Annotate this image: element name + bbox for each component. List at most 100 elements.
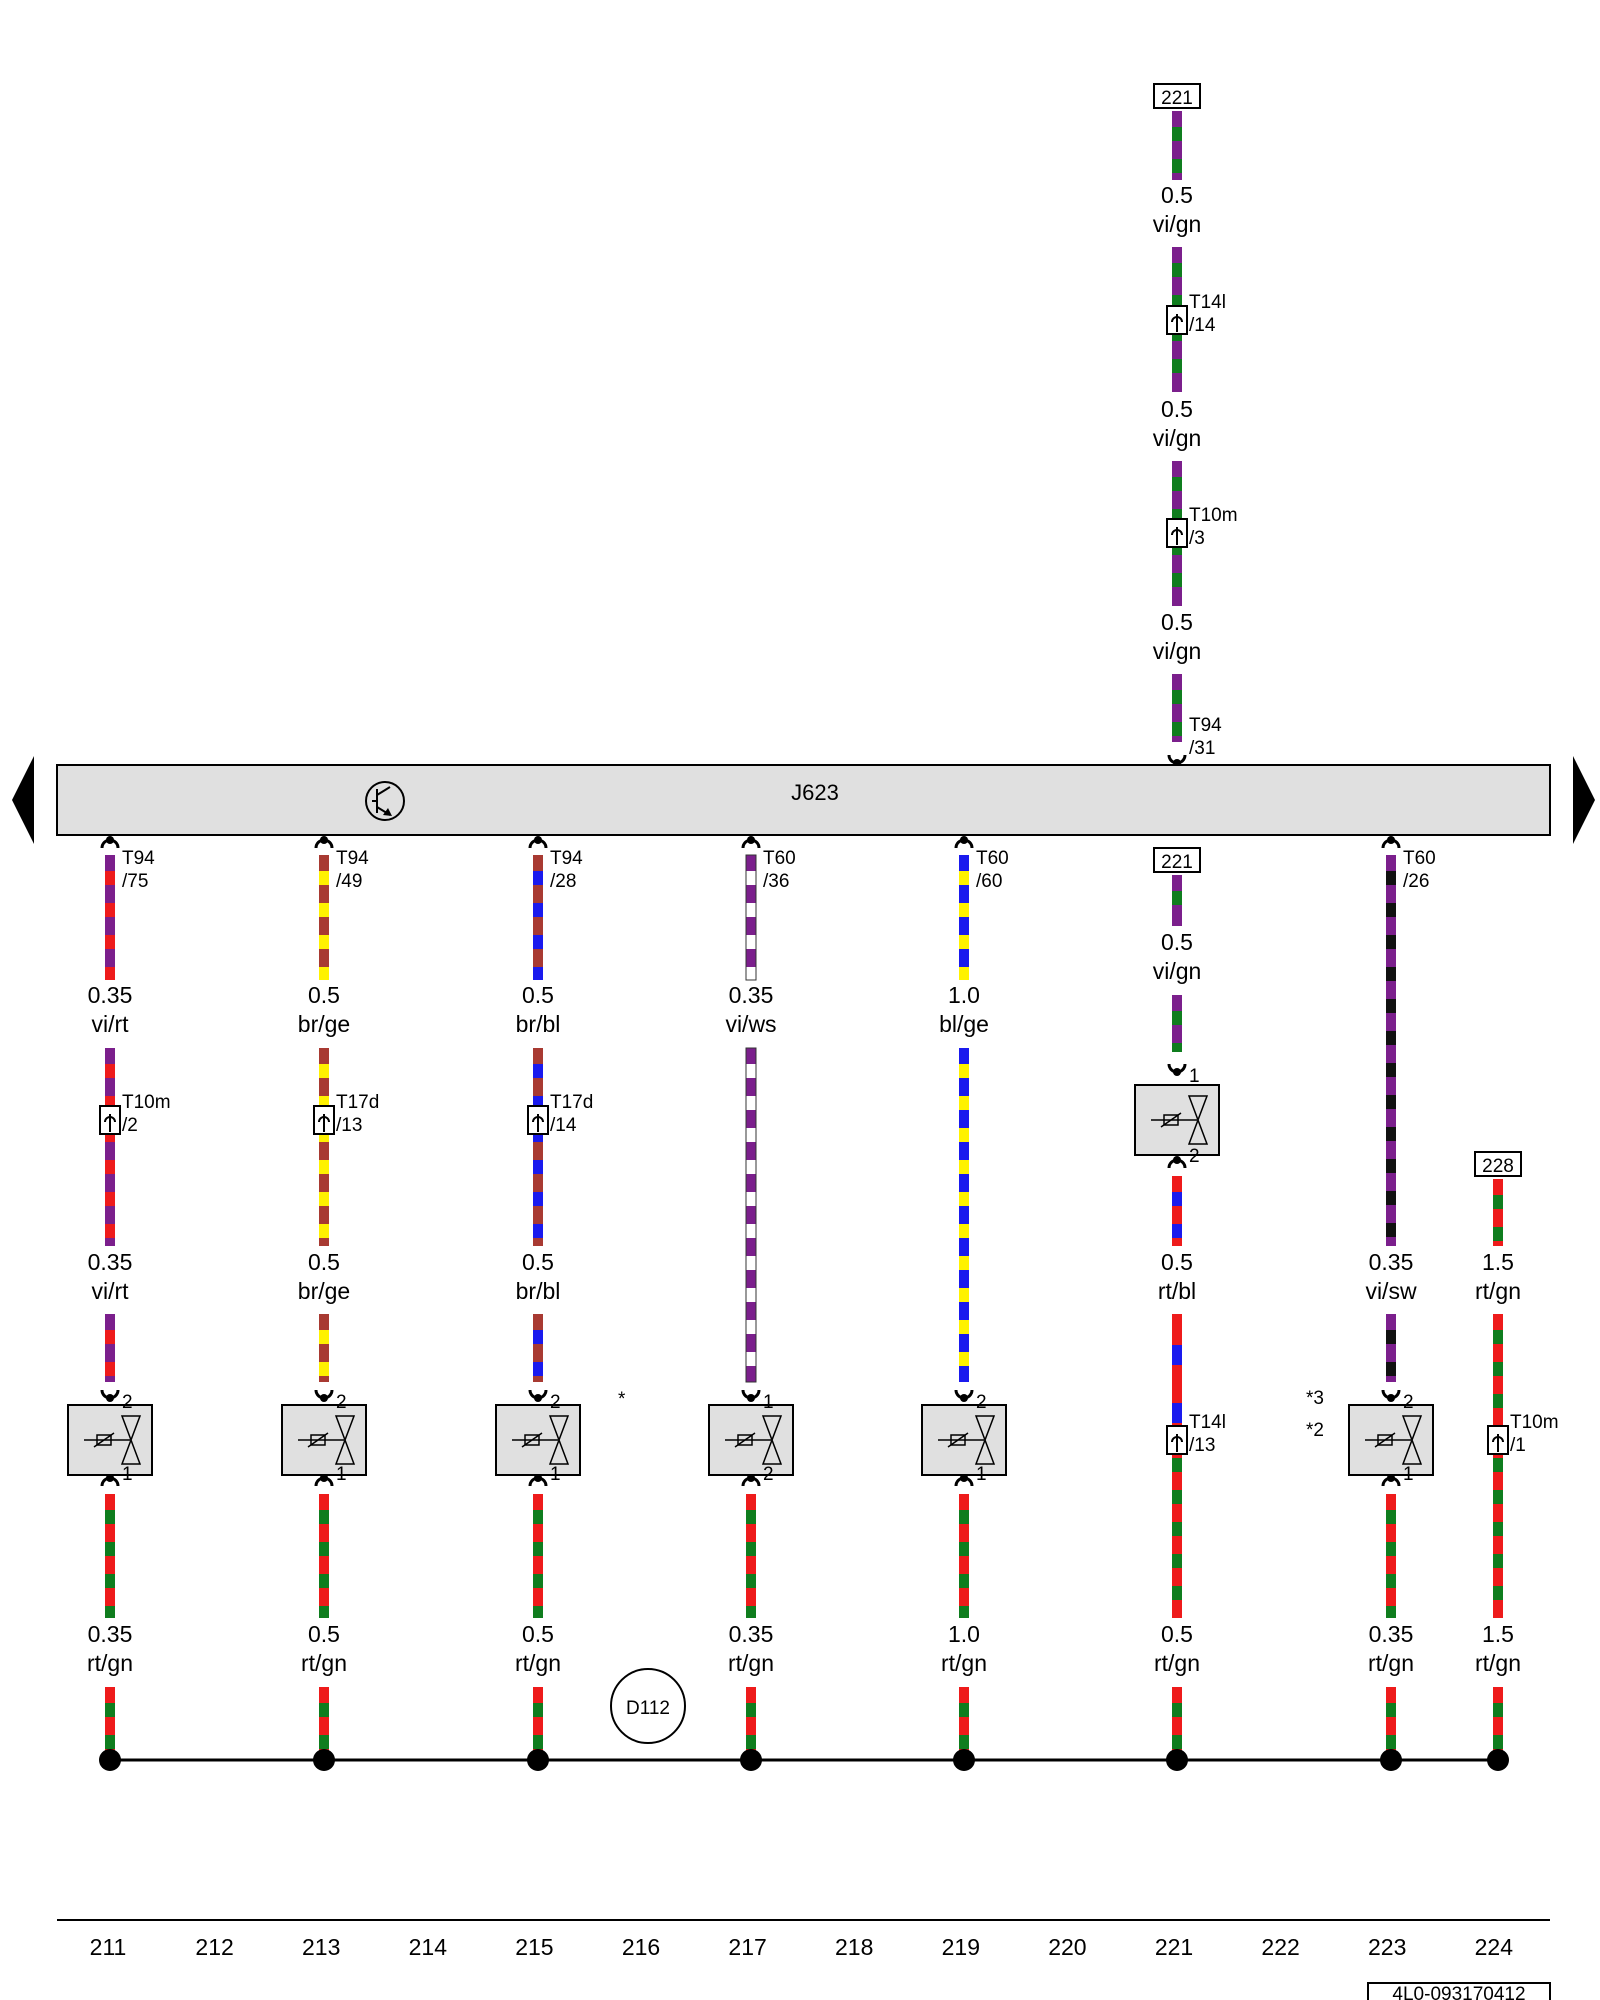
wire-stripe [105,1703,115,1717]
wire-stripe [533,1160,543,1174]
circuit-217-valve [708,1404,794,1476]
valve-bowtie [974,1415,996,1465]
circuit-211-wire-3 [105,1314,115,1382]
circuit-223-valve-pin-top-num: 2 [1403,1392,1414,1413]
pin-dot [1387,1394,1395,1402]
circuit-221-valve-pin-top [1167,1063,1187,1076]
top-wire-1-color: vi/gn [1153,211,1202,237]
wire-stripe [533,1542,543,1556]
circuit-211-valve-pin-bottom [100,1474,120,1487]
circuit-215-w3-color: rt/gn [515,1650,561,1676]
top-wire-1-gauge: 0.5 [1161,182,1193,208]
wire-stripe [959,1096,969,1110]
wire-stripe [1386,1542,1396,1556]
wire-base [1172,1687,1182,1760]
circuit-224-w3-gauge: 1.5 [1482,1621,1514,1647]
ground-junction-0 [99,1749,121,1771]
top-conn-name: T94 [1189,715,1222,736]
wire-stripe [319,1224,329,1238]
circuit-215-valve-pin-top-num: 2 [550,1392,561,1413]
wire-stripe [959,1288,969,1302]
circuit-221-w1-gauge: 0.5 [1161,929,1193,955]
wire-stripe [746,1160,756,1174]
circuit-221-connector-t14l-13 [1166,1425,1188,1455]
circuit-223-valve [1348,1404,1434,1476]
circuit-211-mid-connector [99,1105,121,1135]
circuit-215-wire-3 [533,1314,543,1382]
circuit-217-wire-4 [746,1687,756,1760]
circuit-223-w2-gauge: 0.35 [1369,1249,1414,1275]
circuit-219-wire-3 [959,1494,969,1618]
wire-stripe [746,935,756,949]
circuit-213-w1-color: br/ge [298,1011,350,1037]
ecu-arrow-right [1573,756,1595,844]
wire-stripe [105,967,115,980]
top-conn-pin: /31 [1189,738,1215,759]
wire-stripe [1493,1522,1503,1536]
transistor-collector [376,786,391,796]
wire-base [533,1048,543,1246]
wire-stripe [1386,1191,1396,1205]
wire-base [1172,111,1182,180]
circuit-215-valve-pin-top [528,1389,548,1402]
wire-stripe [319,1362,329,1376]
circuit-215-valve-pin-bottom-num: 1 [550,1464,561,1485]
circuit-221-w2-color: rt/bl [1158,1278,1196,1304]
wire-stripe [105,1362,115,1376]
circuit-215-w2-gauge: 0.5 [522,1249,554,1275]
circuit-215-valve-pin-bottom [528,1474,548,1487]
wire-stripe [105,1606,115,1618]
wire-outline [745,1047,757,1383]
pin-dot [1173,1156,1181,1164]
wire-stripe [1172,1458,1182,1472]
connector-t10m-3-name: T10m [1189,505,1238,526]
ground-junction-1 [313,1749,335,1771]
wire-stripe [746,1256,756,1270]
ref-221-top: 221 [1161,88,1193,109]
circuit-219-valve [921,1404,1007,1476]
labels-layer: 2210.5vi/gnT14l/140.5vi/gnT10m/30.5vi/gn… [87,88,1559,2000]
circuit-215-wire-1 [533,855,543,980]
wire-base [319,855,329,980]
wire-stripe [319,1542,329,1556]
circuit-219-ecu-pin [954,836,974,849]
circuit-217-valve-pin-bottom [741,1474,761,1487]
wire-stripe [959,1128,969,1142]
ground-junction-5 [1166,1749,1188,1771]
circuit-211-wire-5 [105,1687,115,1760]
wire-base [746,1687,756,1760]
circuit-213-top-pin: /49 [336,871,362,892]
wires-layer [105,111,1503,1762]
circuit-224-wire-1 [1493,1179,1503,1246]
wire-base [319,1048,329,1246]
circuit-215-wire-5 [533,1687,543,1760]
wire-stripe [319,1064,329,1078]
pin-dot [1387,1474,1395,1482]
circuit-221-w2-gauge: 0.5 [1161,1249,1193,1275]
circuit-221-valve-pin-bottom-num: 2 [1189,1146,1200,1167]
symbols-layer [12,83,1595,2000]
circuit-223-ecu-pin [1381,836,1401,849]
wire-stripe [533,871,543,885]
circuit-221-w3-gauge: 0.5 [1161,1621,1193,1647]
circuit-217-wire-1 [745,854,757,981]
wire-stripe [1493,1362,1503,1376]
wire-stripe [959,1735,969,1749]
wire-stripe [1172,690,1182,704]
wire-stripe [533,903,543,917]
pin-dot [320,1394,328,1402]
circuit-213-wire-4 [319,1494,329,1618]
wire-stripe [746,1096,756,1110]
circuit-211-w1-color: vi/rt [91,1011,129,1037]
connector-t14l-14-name: T14l [1189,292,1226,313]
wire-stripe [533,1574,543,1588]
document-id: 4L0-093170412 [1392,1984,1525,2000]
valve-bowtie [1187,1095,1209,1145]
circuit-223-top-conn: T60 [1403,848,1436,869]
ground-junction-7 [1487,1749,1509,1771]
circuit-221-wire-2 [1172,995,1182,1052]
circuit-217-w3-gauge: 0.35 [729,1621,774,1647]
circuit-217-ecu-pin [741,836,761,849]
wire-stripe [1386,903,1396,917]
